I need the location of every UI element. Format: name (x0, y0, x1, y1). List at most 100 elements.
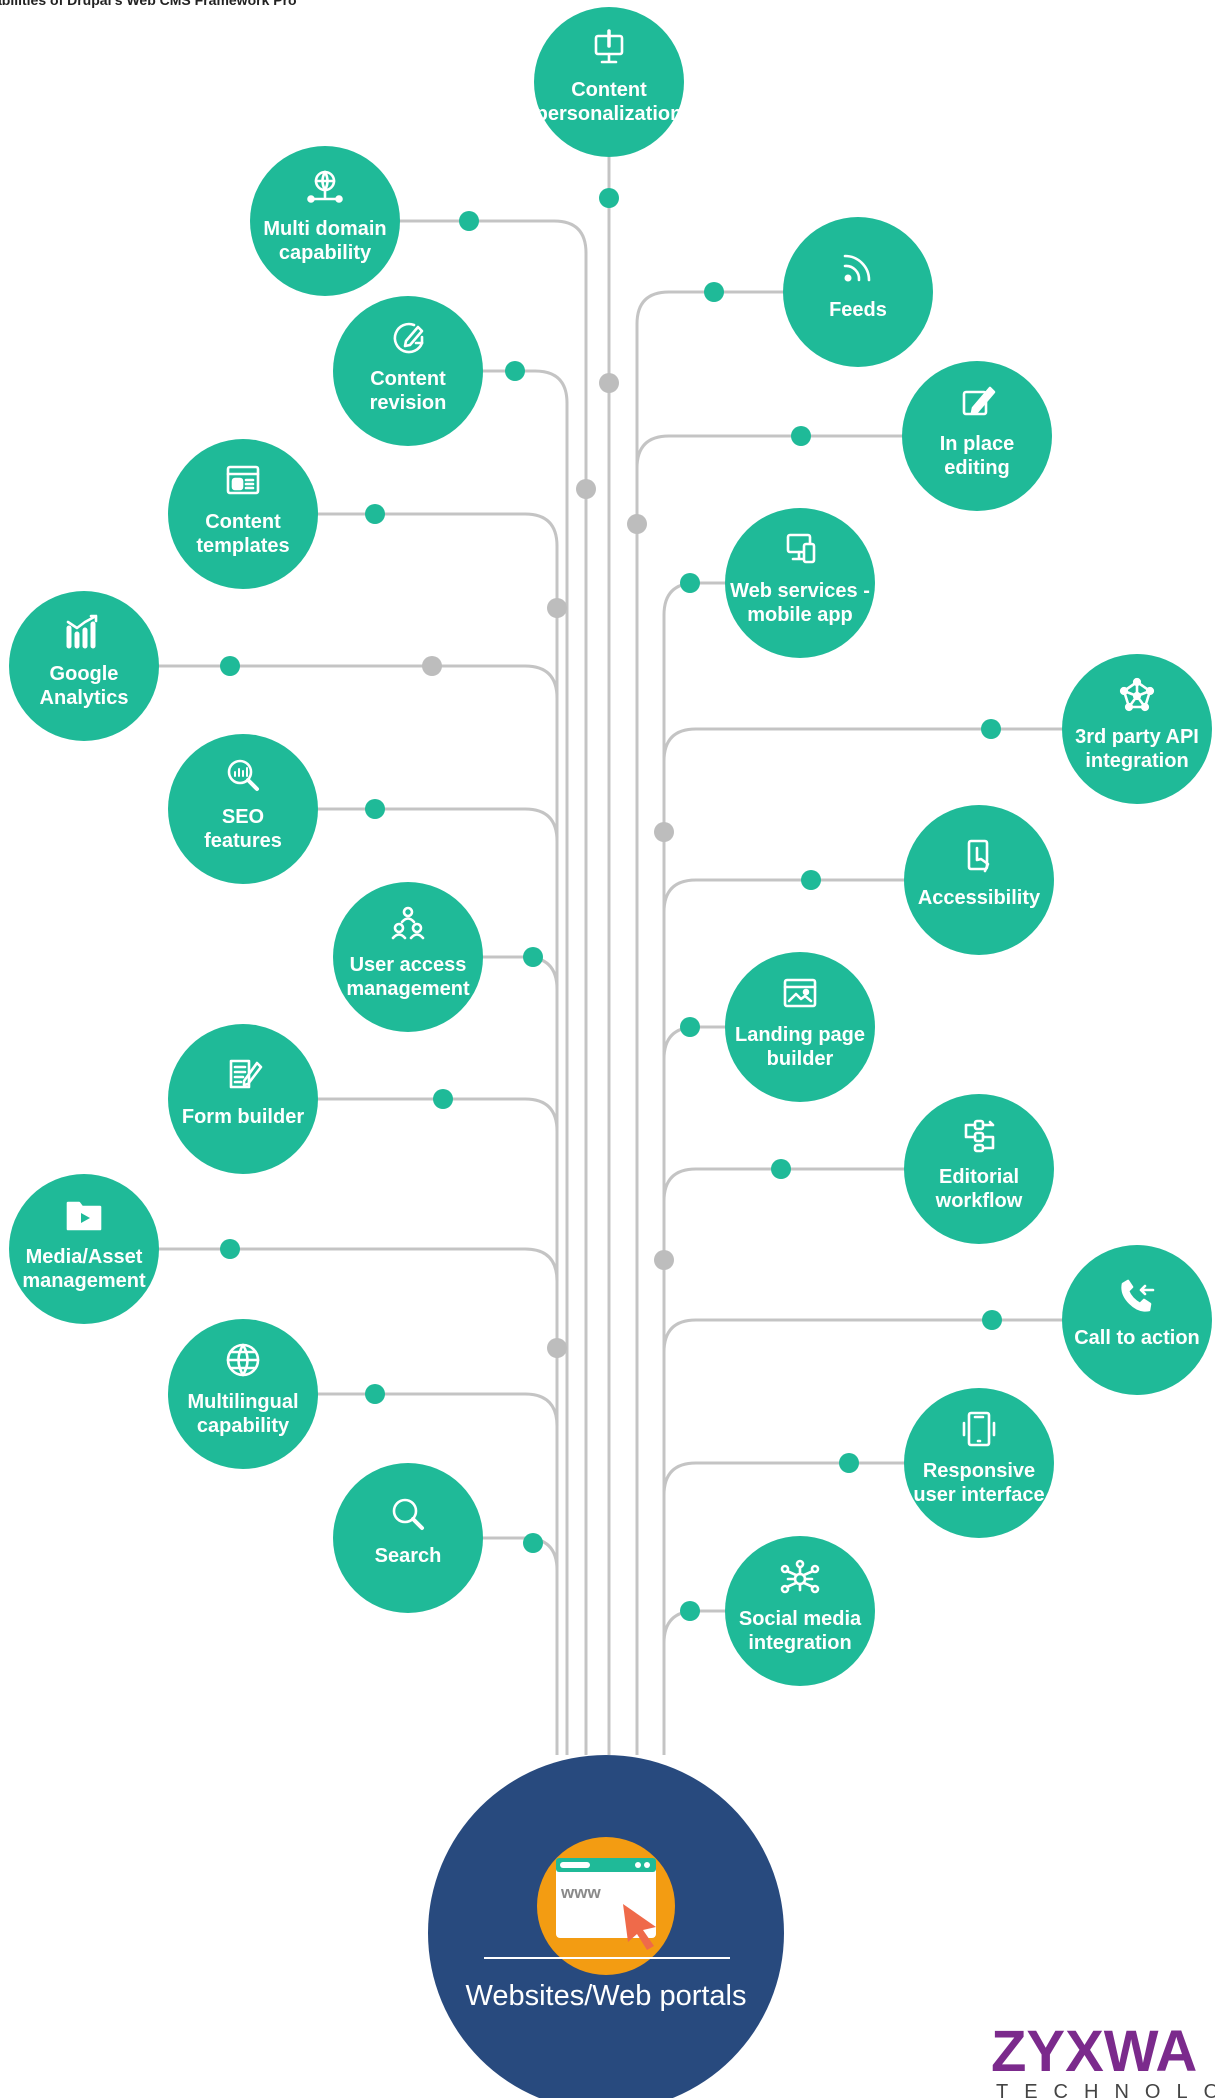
feature-label-line: In place (940, 433, 1014, 455)
node-circle (904, 805, 1054, 955)
feature-label-line: Analytics (40, 687, 129, 709)
hub-node: www Websites/Web portals (428, 1755, 784, 2098)
feature-label-line: capability (279, 242, 372, 264)
logo-name: ZYXWA (991, 2019, 1197, 2084)
feature-label-line: Google (50, 663, 119, 685)
users-hierarchy-icon (391, 906, 425, 940)
hub-label: Websites/Web portals (466, 1980, 747, 2012)
connector-dot (839, 1453, 859, 1473)
node-circle (168, 1024, 318, 1174)
feature-label-line: builder (767, 1048, 834, 1070)
feature-label-line: Responsive (923, 1460, 1035, 1482)
feature-label-line: user interface (913, 1484, 1044, 1506)
feature-label-line: Landing page (735, 1024, 865, 1046)
node-circle (168, 439, 318, 589)
node-circle (904, 1388, 1054, 1538)
feature-label-line: Feeds (829, 299, 887, 321)
feature-label-line: Content (205, 511, 281, 533)
feature-label-line: Multi domain (263, 218, 386, 240)
connector-dot (981, 719, 1001, 739)
feature-label-line: Search (375, 1545, 442, 1567)
feature-node-call-to-action: Call to action (1062, 1245, 1212, 1395)
hub-url-text: www (560, 1883, 601, 1902)
feature-node-web-services: Web services -mobile app (725, 508, 875, 658)
feature-label-line: integration (1085, 750, 1188, 772)
connector-dot (365, 1384, 385, 1404)
node-circle (725, 508, 875, 658)
company-logo: ZYXWA TECHNOLO (991, 2019, 1215, 2098)
touch-phone-icon (967, 839, 990, 873)
node-circle (1062, 1245, 1212, 1395)
rss-icon (843, 254, 871, 282)
connector-dot (680, 573, 700, 593)
social-network-icon (780, 1559, 820, 1594)
cursor-arrow-icon (623, 1904, 656, 1950)
feature-label-line: Multilingual (187, 1391, 298, 1413)
browser-image-icon (783, 978, 817, 1008)
connector-dot (982, 1310, 1002, 1330)
feature-label-line: mobile app (747, 604, 853, 626)
node-circle (1062, 654, 1212, 804)
feature-label-line: management (346, 978, 470, 1000)
connector-dot (704, 282, 724, 302)
node-circle (333, 296, 483, 446)
feature-label-line: Accessibility (918, 887, 1041, 909)
node-circle (333, 882, 483, 1032)
connector-dot (220, 656, 240, 676)
connector-dot (523, 947, 543, 967)
network-nodes-icon (1119, 677, 1155, 712)
connector-dot (220, 1239, 240, 1259)
feature-label-line: Social media (739, 1608, 862, 1630)
feature-node-search: Search (333, 1463, 483, 1613)
feature-label-line: workflow (935, 1190, 1023, 1212)
connector-dot (801, 870, 821, 890)
connector-dot (365, 799, 385, 819)
node-circle (9, 1174, 159, 1324)
feature-node-form-builder: Form builder (168, 1024, 318, 1174)
connector-dot (680, 1601, 700, 1621)
node-circle (534, 7, 684, 157)
page-title: abilities of Drupal's Web CMS Framework … (0, 0, 297, 8)
feature-label-line: Content (370, 368, 446, 390)
connector-dot (599, 188, 619, 208)
feature-label-line: capability (197, 1415, 290, 1437)
feature-label-line: management (22, 1270, 146, 1292)
feature-label-line: User access (350, 954, 467, 976)
node-circle (168, 734, 318, 884)
feature-label-line: Web services - (730, 580, 870, 602)
feature-node-feeds: Feeds (783, 217, 933, 367)
feature-label-line: Content (571, 79, 647, 101)
mobile-icon (962, 1411, 996, 1447)
magnifier-icon (392, 1498, 424, 1530)
node-circle (783, 217, 933, 367)
analytics-chart-icon (66, 614, 98, 649)
feature-label-line: Editorial (939, 1166, 1019, 1188)
connector-dot (680, 1017, 700, 1037)
node-circle (725, 1536, 875, 1686)
workflow-icon (964, 1119, 995, 1153)
node-circle (168, 1319, 318, 1469)
form-pen-icon (229, 1059, 263, 1089)
edit-box-icon (962, 386, 996, 416)
node-circle (902, 361, 1052, 511)
connector-dot (505, 361, 525, 381)
feature-label-line: personalization (536, 103, 683, 125)
edit-refresh-icon (393, 322, 424, 354)
node-circle (9, 591, 159, 741)
connector-dot (791, 426, 811, 446)
feature-label-line: 3rd party API (1075, 726, 1199, 748)
